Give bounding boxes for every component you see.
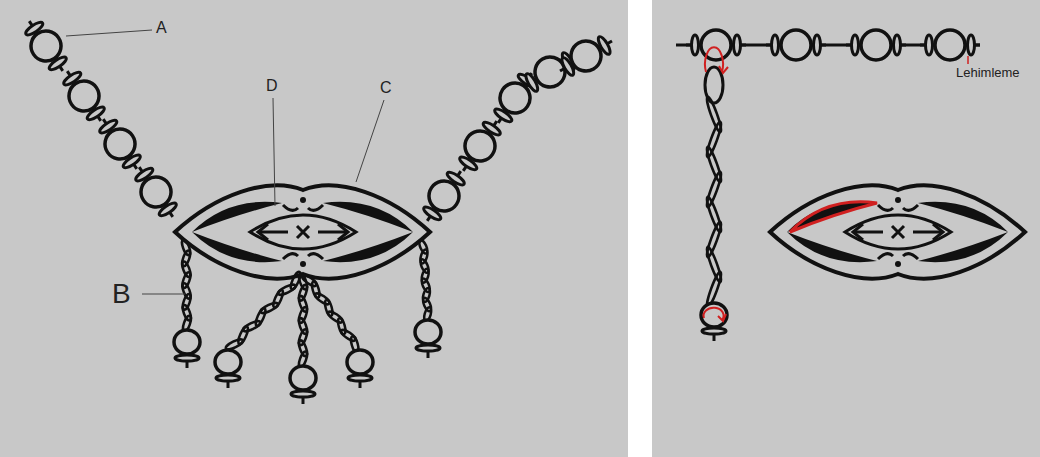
part-label: B [112, 280, 131, 308]
part-label: A [156, 20, 167, 36]
part-label: C [380, 80, 392, 96]
part-label: D [266, 78, 278, 94]
part-label: Lehimleme [956, 66, 1020, 79]
